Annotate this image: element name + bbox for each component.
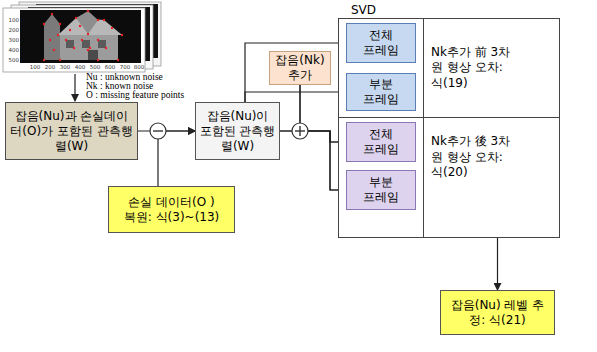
section-text-cell: Nk추가 後 3차원 형상 오차: 식(20) xyxy=(423,118,559,237)
group-heading: SVD xyxy=(351,3,376,18)
flow-arrow xyxy=(497,238,498,290)
flow-arrow xyxy=(245,92,346,102)
front-frame xyxy=(3,8,145,72)
section-after: Nk추가 後 3차원 형상 오차: 식(20) 전체 프레임부분 프레임 xyxy=(339,118,559,237)
input-arrow xyxy=(74,74,75,101)
axis-tick: 600 xyxy=(105,64,116,70)
section-note: Nk추가 前 3차원 형상 오차: 식(19) xyxy=(431,45,515,92)
flow-arrow xyxy=(245,43,346,102)
node-label: 부분 프레임 xyxy=(362,77,400,107)
frame-box: 부분 프레임 xyxy=(346,73,416,111)
axis-tick: 800 xyxy=(134,64,145,70)
process-box: 잡음(Nu)이 포함된 관측행렬(W) xyxy=(195,102,280,160)
middle-frame xyxy=(11,5,153,69)
axis-tick: 100 xyxy=(5,17,19,23)
axis-tick: 700 xyxy=(120,64,131,70)
flow-arrow xyxy=(158,131,195,186)
noise-box: 잡음(Nk) 추가 xyxy=(269,51,331,85)
node-label: 손실 데이터(O ) 복원: 식(3)~(13) xyxy=(122,195,222,225)
node-label: 잡음(Nk) 추가 xyxy=(273,53,327,83)
axis-tick: 200 xyxy=(5,27,19,33)
node-label: 잡음(Nu)이 포함된 관측행렬(W) xyxy=(199,109,276,154)
axis-tick: 300 xyxy=(5,37,19,43)
node-label: 전체 프레임 xyxy=(362,127,400,157)
method-box: 손실 데이터(O ) 복원: 식(3)~(13) xyxy=(108,186,235,233)
axis-tick: 100 xyxy=(30,64,41,70)
axis-tick: 500 xyxy=(5,57,19,63)
section-note: Nk추가 後 3차원 형상 오차: 식(20) xyxy=(431,134,515,181)
frame-box: 전체 프레임 xyxy=(346,122,416,162)
method-box: 잡음(Nu) 레벨 추정: 식(21) xyxy=(440,290,555,335)
svd-group: SVDNk추가 前 3차원 형상 오차: 식(19)전체 프레임부분 프레임Nk… xyxy=(338,18,560,238)
node-label: 부분 프레임 xyxy=(362,175,400,205)
axis-tick: 400 xyxy=(75,64,86,70)
flow-arrow xyxy=(280,131,346,190)
noise-legend-note: O : missing feature points xyxy=(86,90,184,100)
axis-tick: 300 xyxy=(60,64,71,70)
node-label: 잡음(Nu)과 손실데이터(O)가 포함된 관측행렬(W) xyxy=(9,109,134,154)
axis-tick: 200 xyxy=(45,64,56,70)
noise-legend-note: Nu : unknown noise xyxy=(86,72,163,82)
frame-box: 전체 프레임 xyxy=(346,23,416,63)
axis-tick: 400 xyxy=(5,47,19,53)
node-label: 전체 프레임 xyxy=(362,28,400,58)
back-frame xyxy=(19,2,161,66)
section-text-cell: Nk추가 前 3차원 형상 오차: 식(19) xyxy=(423,19,559,117)
frame-box: 부분 프레임 xyxy=(346,170,416,210)
subtract-junction xyxy=(150,123,166,139)
process-box: 잡음(Nu)과 손실데이터(O)가 포함된 관측행렬(W) xyxy=(5,102,138,160)
section-before: Nk추가 前 3차원 형상 오차: 식(19) 전체 프레임부분 프레임 xyxy=(339,19,559,118)
add-junction xyxy=(292,123,308,139)
axis-tick: 500 xyxy=(90,64,101,70)
feature-points xyxy=(43,10,123,61)
node-label: 잡음(Nu) 레벨 추정: 식(21) xyxy=(448,298,548,328)
flow-arrow xyxy=(280,131,346,142)
noise-legend-note: Nk : known noise xyxy=(86,81,153,91)
